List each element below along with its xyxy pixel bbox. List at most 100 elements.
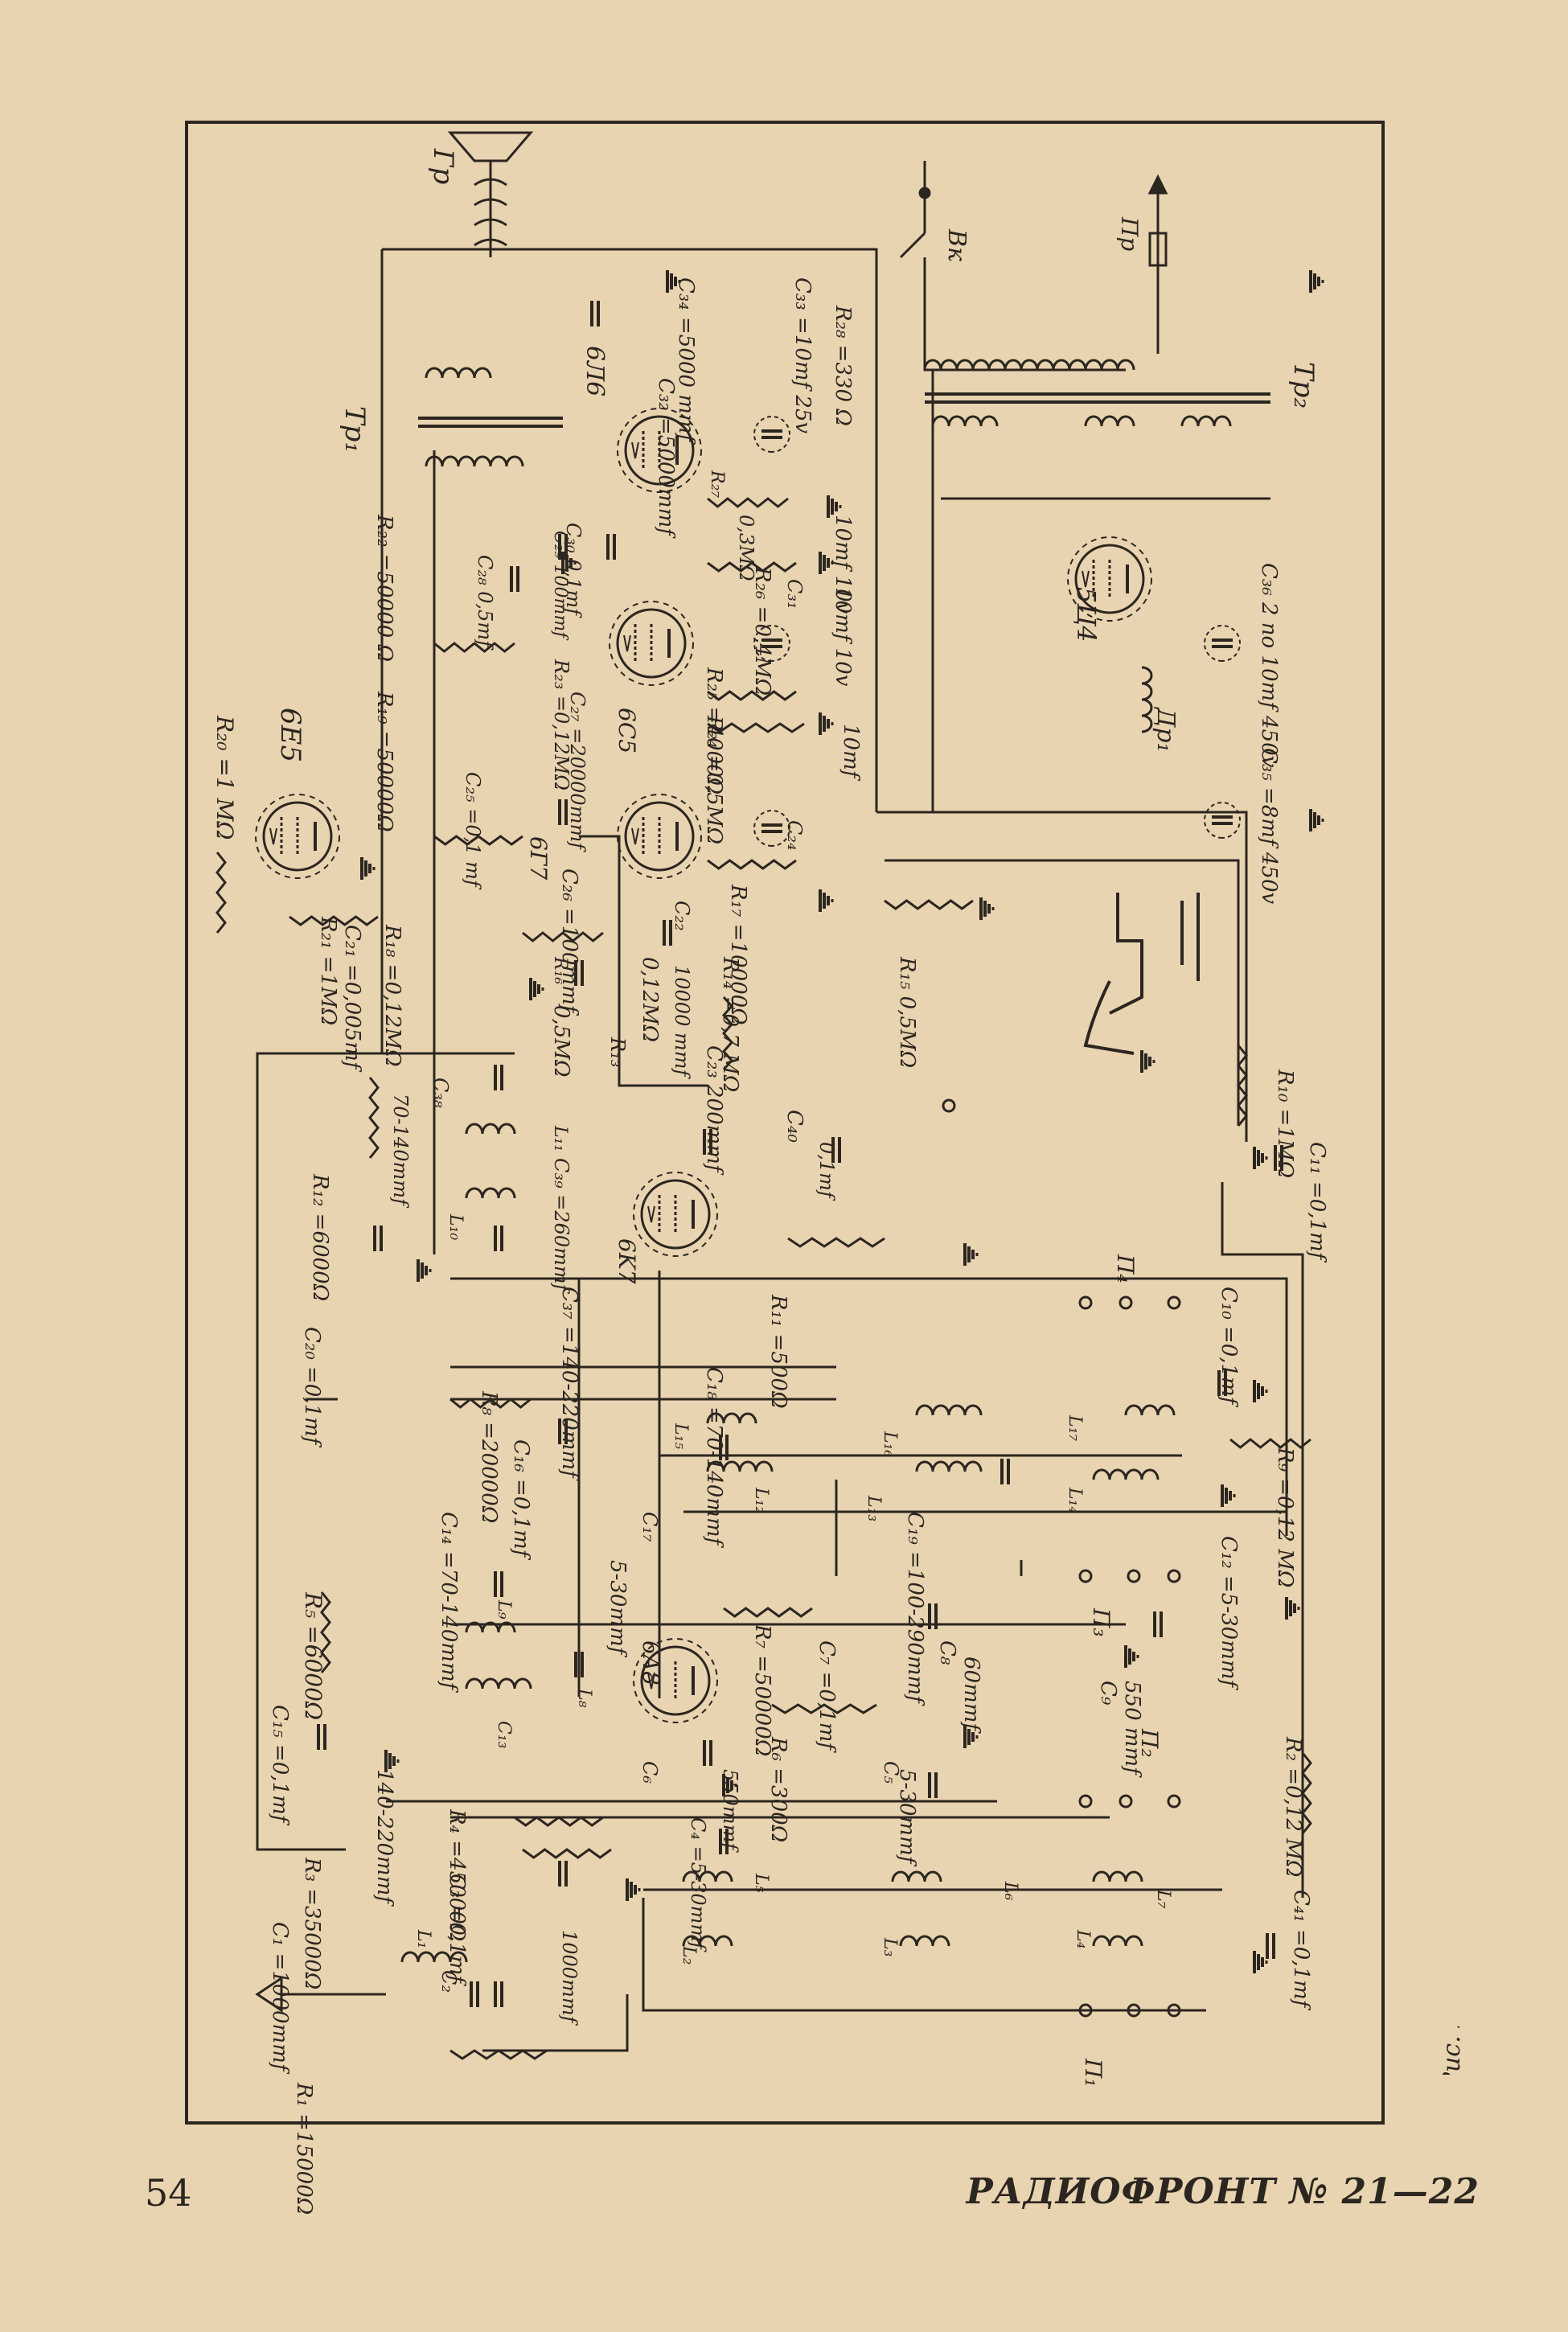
coil-l8 (465, 1677, 532, 1689)
ground-icon (529, 976, 544, 1002)
capacitor-icon (373, 1224, 383, 1253)
ground-icon (1285, 1595, 1300, 1621)
resistor-r10 (1237, 1045, 1248, 1127)
label-r10: R₁₀ =1MΩ (1273, 1069, 1297, 1178)
label-c5: C₅ (880, 1761, 902, 1784)
label-c6v: 550mmf (719, 1769, 741, 1853)
label-c25: C₂₅ =0,1 mf (462, 772, 484, 890)
resistor-r8 (449, 1398, 532, 1409)
label-r13: R₁₃ (606, 1037, 629, 1067)
label-r26: R₂₆ =0,4MΩ (750, 566, 774, 696)
label-c32: C₃₂ =5000mmf (654, 378, 678, 539)
coil-l7 (1092, 1870, 1143, 1882)
power-transformer-secondary (1084, 415, 1135, 427)
label-c8v: 60mmf (959, 1657, 983, 1734)
choke-coil (1141, 666, 1153, 733)
label-p4: П₄ (1112, 1254, 1139, 1283)
capacitor-icon (1153, 1610, 1163, 1639)
capacitor-icon (928, 1771, 938, 1800)
label-c2: C₂ (437, 1970, 460, 1993)
label-tr1: Тр₁ (339, 406, 371, 453)
coil-l6 (891, 1870, 942, 1882)
ground-icon (1253, 1378, 1268, 1404)
coil-l4 (1092, 1935, 1143, 1947)
label-r27: R₂₇ (707, 470, 727, 498)
label-l17: L₁₇ (1065, 1414, 1085, 1441)
resistor-r5 (320, 1591, 331, 1673)
ground-icon (979, 896, 995, 922)
electrolytic-capacitor (1203, 624, 1242, 663)
switch-contact (1167, 2003, 1181, 2018)
label-r18: R₁₈ =0,12MΩ (380, 924, 404, 1067)
label-c9: C₉ (1096, 1681, 1120, 1706)
label-r27v: 0,3MΩ (735, 515, 757, 581)
resistor-r3 (522, 1848, 612, 1859)
label-c29: C₂₉ 100mmf (550, 531, 570, 641)
ground-icon (1309, 269, 1324, 294)
label-r9: R₉ =0,12 MΩ (1273, 1447, 1297, 1587)
coil-l1 (400, 1951, 468, 1963)
label-c140_220: 140-220mmf (372, 1769, 396, 1907)
coil-l15 (706, 1412, 757, 1424)
pickup-arm-icon (1083, 893, 1200, 1055)
coil-l3 (899, 1935, 950, 1947)
label-c24: C₂₄ (783, 820, 806, 851)
output-transformer-primary (425, 455, 524, 467)
resistor-r1 (449, 2049, 548, 2060)
label-l15: L₁₅ (671, 1423, 691, 1449)
coil-l2 (682, 1935, 733, 1947)
resistor-r12 (368, 1077, 380, 1159)
label-r4: R₄ =45000Ω (445, 1809, 469, 1941)
label-l1: L₁ (413, 1929, 433, 1948)
label-l10: L₁₀ (445, 1213, 466, 1240)
label-c36: C₃₆ 2 по 10mf 450v (1257, 563, 1281, 768)
journal-title: РАДИОФРОНТ № 21—22 (966, 2171, 1480, 2212)
label-r28: R₂₈ =330 Ω (831, 305, 855, 426)
label-t6a8: 6A8 (638, 1640, 664, 1685)
label-r8: R₈ =20000Ω (477, 1390, 501, 1523)
capacitor-icon (510, 565, 519, 593)
coil-l13 (915, 1460, 983, 1472)
switch-contact (942, 1098, 956, 1113)
label-c40: C₄₀ (782, 1110, 807, 1143)
coil-l14 (1092, 1468, 1160, 1480)
label-r16v: 0,12MΩ (638, 957, 662, 1042)
switch-contact (1127, 1569, 1141, 1583)
label-c22: C₂₂ (671, 901, 693, 931)
switch-contact (1119, 1794, 1133, 1809)
label-r6: R₆ =300Ω (766, 1736, 790, 1842)
label-l5: L₅ (751, 1873, 771, 1893)
label-r2: R₂ =0,12 MΩ (1281, 1736, 1305, 1877)
label-l6b6: 6Л6 (581, 346, 609, 396)
label-p2: П₂ (1136, 1728, 1163, 1758)
label-c1: C₁ =1000mmf (268, 1922, 292, 2075)
power-transformer-secondary (1180, 415, 1232, 427)
label-r19: R₁₉ =50000Ω (372, 691, 396, 832)
label-c5_30a: 5-30mmf (605, 1560, 630, 1658)
power-transformer-secondary (931, 415, 999, 427)
resistor-r20 (215, 852, 227, 934)
switch-contact (1078, 1794, 1093, 1809)
label-c4: C₄ =5-30mmf (687, 1817, 709, 1952)
resistor-r6 (771, 1703, 877, 1714)
label-r3: R₃ =35000Ω (300, 1857, 324, 1989)
capacitor-icon (317, 1722, 326, 1751)
label-c30: C₃₀ 0,1mf (562, 523, 585, 618)
label-r14: R₁₄ =0,7 MΩ (718, 956, 742, 1092)
resistor-r9 (1229, 1438, 1311, 1449)
capacitor-icon (494, 1224, 503, 1253)
antenna-icon (255, 1976, 386, 2013)
label-c31: C₃₁ (783, 579, 806, 610)
label-l4: L₄ (1073, 1929, 1093, 1948)
label-c70_140a: 70-140mmf (389, 1094, 412, 1209)
electrolytic-capacitor (753, 415, 791, 454)
capacitor-icon (606, 532, 616, 561)
capacitor-icon (494, 1063, 503, 1092)
label-v10a: 10mf 10v (831, 515, 855, 614)
ground-icon (1253, 1145, 1268, 1171)
label-t6e5: 6E5 (274, 708, 306, 762)
capacitor-icon (494, 1570, 503, 1599)
resistor-r17 (707, 859, 797, 870)
label-c27: C₂₇ =20000mmf (566, 692, 589, 852)
